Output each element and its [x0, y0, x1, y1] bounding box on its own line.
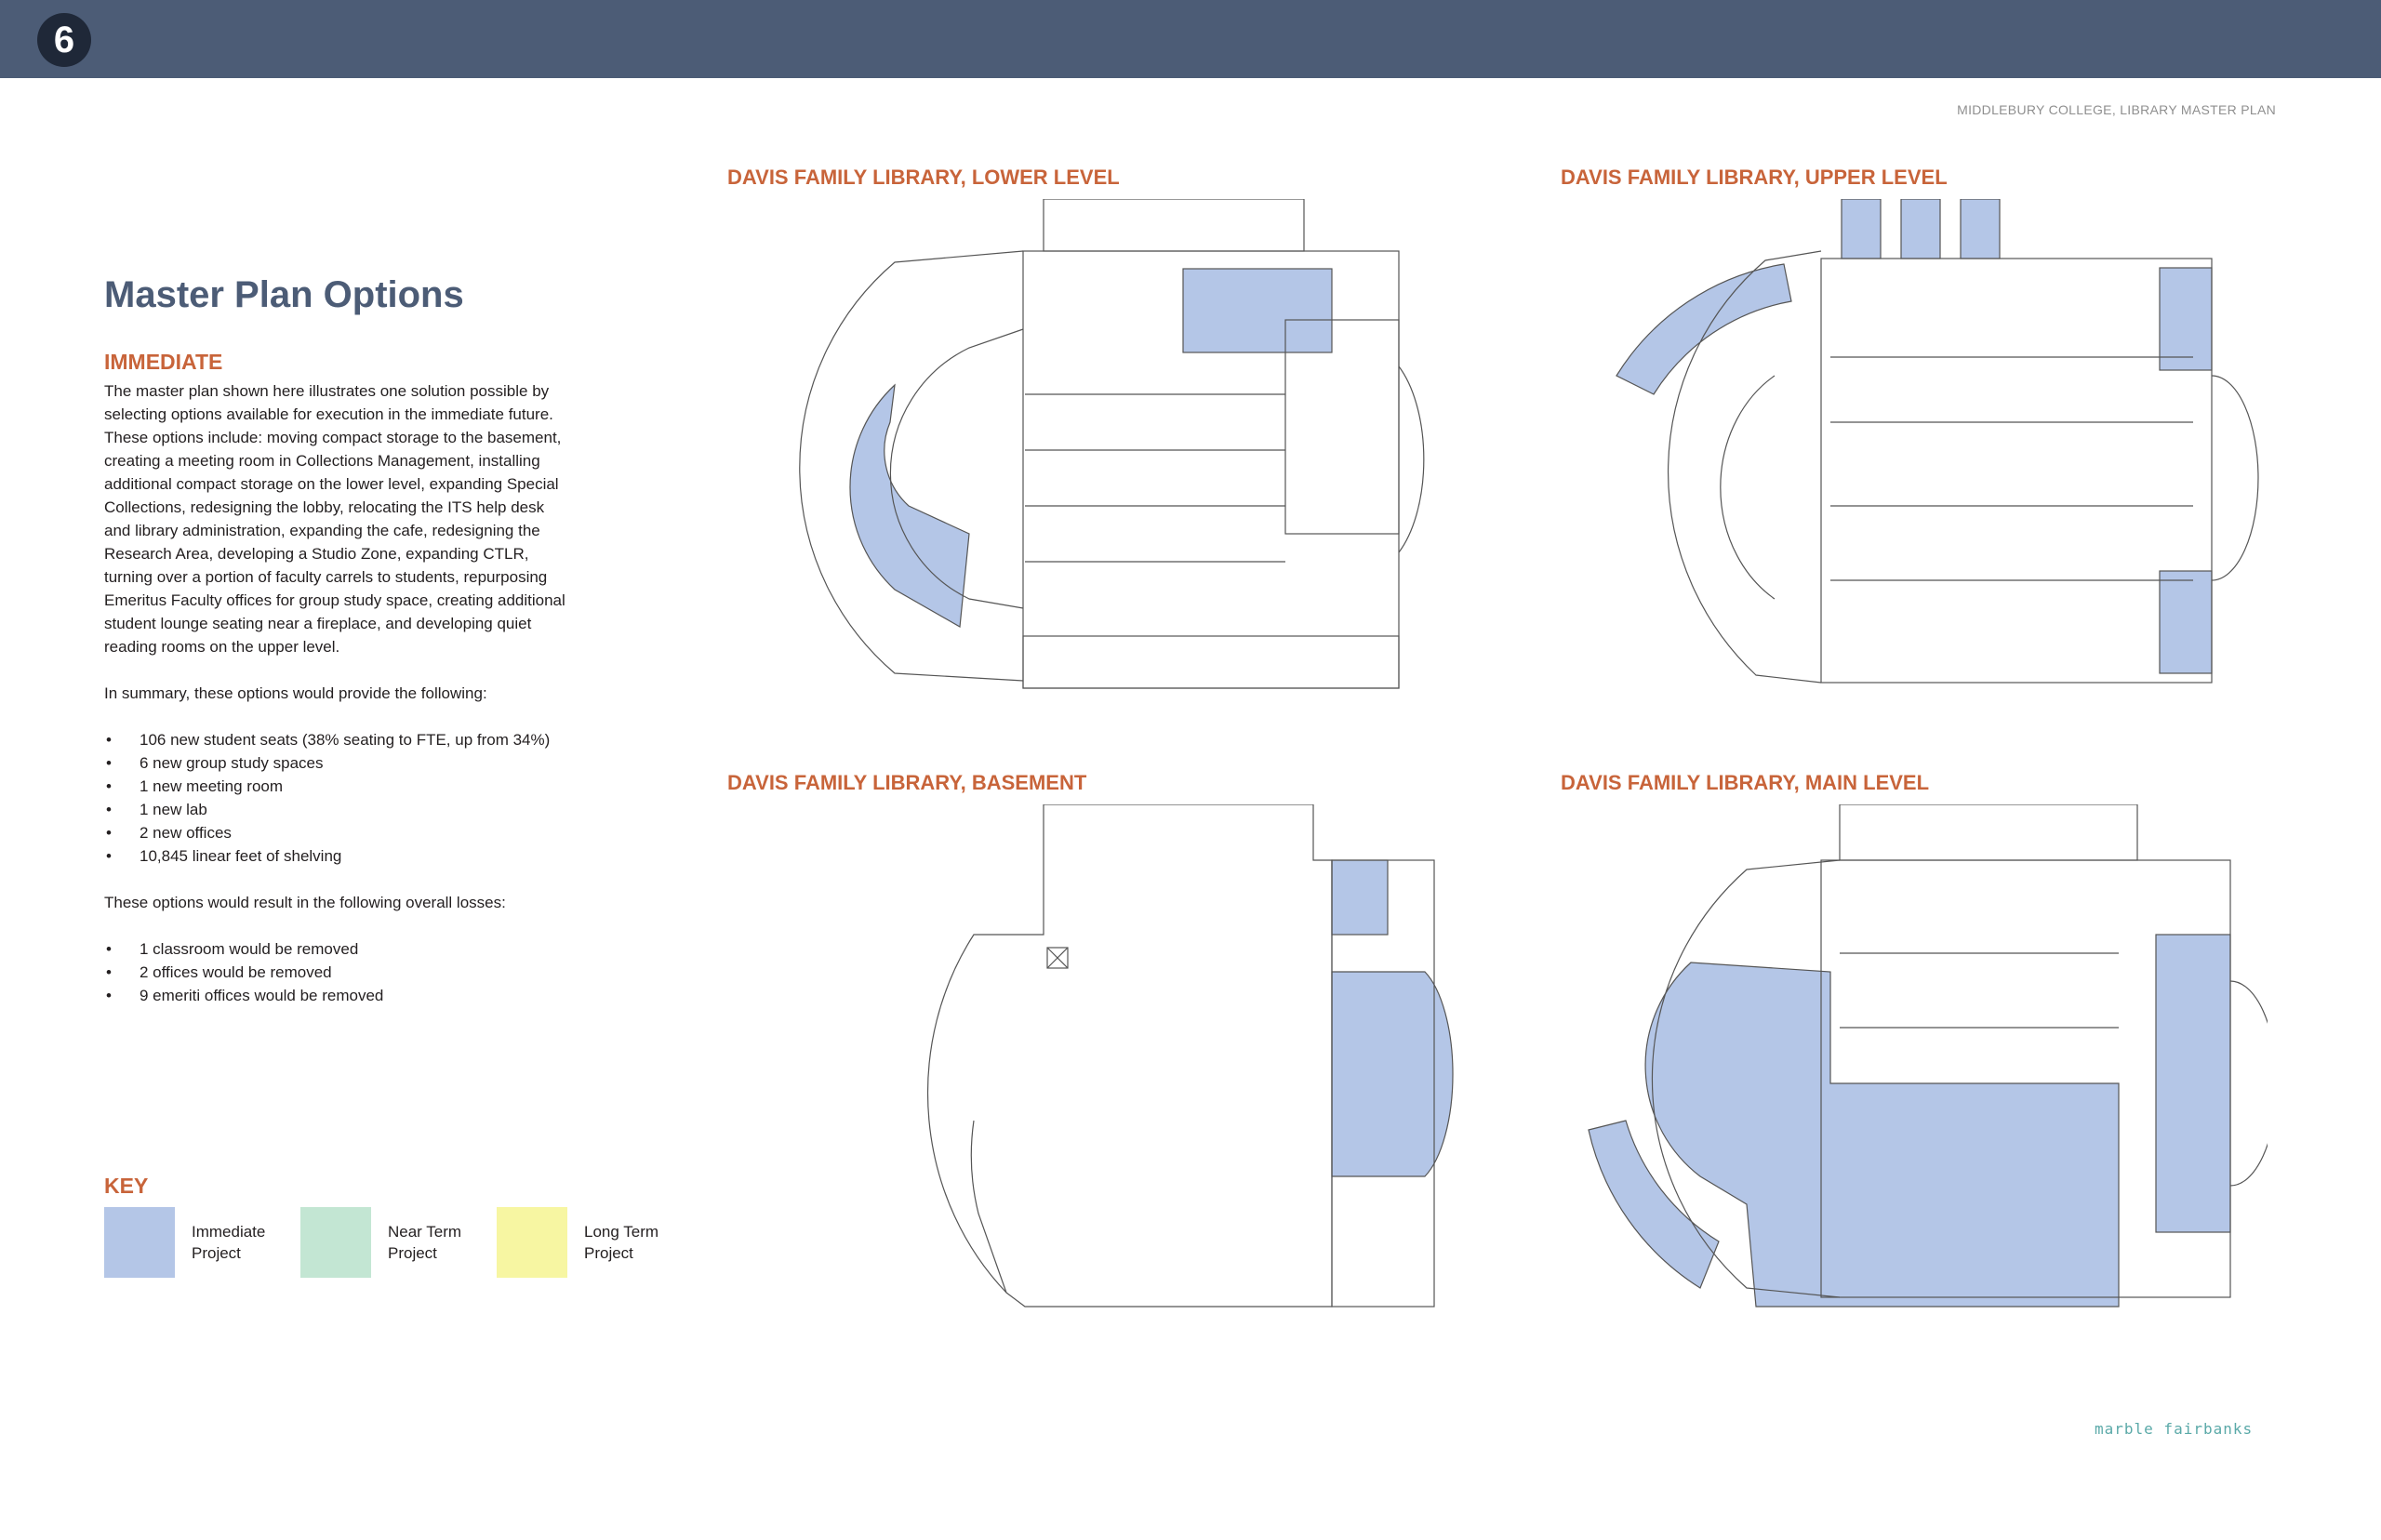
list-item: •2 new offices	[104, 821, 574, 844]
list-item: •1 new lab	[104, 798, 574, 821]
plan-main-level: DAVIS FAMILY LIBRARY, MAIN LEVEL	[1561, 771, 2268, 1329]
bullet-icon: •	[106, 801, 112, 818]
summary-lead: In summary, these options would provide …	[104, 684, 487, 702]
list-item: •6 new group study spaces	[104, 751, 574, 775]
floor-plan-drawing	[799, 199, 1425, 689]
bullet-icon: •	[106, 940, 112, 958]
plan-east-arc	[1398, 365, 1425, 553]
intro-body: The master plan shown here illustrates o…	[104, 379, 574, 1030]
plan-east-arc	[2211, 375, 2259, 581]
plan-inner-arc	[889, 328, 1024, 609]
list-item: •106 new student seats (38% seating to F…	[104, 728, 574, 751]
bullet-icon: •	[106, 987, 112, 1004]
plan-outer-arc	[1667, 250, 1822, 684]
running-header: MIDDLEBURY COLLEGE, LIBRARY MASTER PLAN	[1957, 102, 2276, 117]
bullet-icon: •	[106, 731, 112, 749]
intro-paragraph: The master plan shown here illustrates o…	[104, 382, 565, 656]
plan-north-room-fill	[1900, 199, 1941, 259]
plan-east-arc	[2229, 980, 2268, 1187]
plan-north-room-fill	[1960, 199, 2001, 259]
firm-logo: marble fairbanks	[2095, 1420, 2254, 1438]
plan-north-room-fill	[1841, 199, 1882, 259]
plan-outline	[926, 804, 1333, 1308]
plan-outer-arc	[1651, 859, 1841, 1298]
plan-east-room-fill	[2159, 267, 2213, 371]
floor-plan-drawing	[926, 804, 1454, 1308]
header-bar: 6	[0, 0, 2381, 78]
plan-inner-arc	[1720, 375, 1776, 600]
plan-east-block	[1331, 859, 1435, 1308]
key-heading: KEY	[104, 1174, 149, 1198]
plan-south-rooms	[1022, 635, 1400, 689]
bullet-icon: •	[106, 847, 112, 865]
page-title: Master Plan Options	[104, 274, 464, 315]
plan-arc-offices-fill	[1616, 263, 1792, 395]
list-item: •9 emeriti offices would be removed	[104, 984, 574, 1007]
plan-outer-wall	[970, 1120, 1007, 1294]
plan-outer-arc	[799, 250, 1024, 682]
floor-plan-drawing	[1588, 804, 2268, 1308]
list-item: •1 new meeting room	[104, 775, 574, 798]
bullet-icon: •	[106, 754, 112, 772]
gains-list: •106 new student seats (38% seating to F…	[104, 728, 574, 868]
legend-swatch	[497, 1207, 567, 1278]
plan-arc-rooms-fill	[1588, 1120, 1720, 1289]
plan-east-rooms	[1284, 319, 1400, 535]
plan-stair-fill	[1331, 859, 1389, 936]
plan-basement: DAVIS FAMILY LIBRARY, BASEMENT	[727, 771, 1490, 1329]
plan-title: DAVIS FAMILY LIBRARY, MAIN LEVEL	[1561, 771, 1930, 794]
plan-immediate-fill	[2155, 934, 2231, 1233]
plan-title: DAVIS FAMILY LIBRARY, UPPER LEVEL	[1561, 166, 1948, 189]
losses-list: •1 classroom would be removed •2 offices…	[104, 937, 574, 1007]
legend-swatch	[300, 1207, 371, 1278]
plan-shelving-fill	[1182, 268, 1333, 353]
section-heading-immediate: IMMEDIATE	[104, 350, 223, 374]
list-item: •10,845 linear feet of shelving	[104, 844, 574, 868]
plan-north-rooms	[1043, 199, 1305, 252]
floor-plan-drawing	[1616, 199, 2259, 684]
plan-upper-level: DAVIS FAMILY LIBRARY, UPPER LEVEL	[1561, 166, 2268, 724]
plan-immediate-fill	[1644, 962, 2120, 1308]
list-item: •2 offices would be removed	[104, 961, 574, 984]
plan-title: DAVIS FAMILY LIBRARY, LOWER LEVEL	[727, 166, 1120, 189]
list-item: •1 classroom would be removed	[104, 937, 574, 961]
plan-column-marker	[1046, 947, 1069, 969]
plan-east-room-fill	[2159, 570, 2213, 674]
plan-main-block	[1820, 258, 2213, 684]
plan-lower-level: DAVIS FAMILY LIBRARY, LOWER LEVEL	[727, 166, 1490, 724]
plan-north-rooms	[1839, 804, 2138, 861]
bullet-icon: •	[106, 824, 112, 842]
plan-column-cross	[1046, 947, 1069, 969]
page-number-badge: 6	[37, 13, 91, 67]
plan-curved-wing-fill	[849, 383, 970, 628]
plan-title: DAVIS FAMILY LIBRARY, BASEMENT	[727, 771, 1087, 794]
bullet-icon: •	[106, 777, 112, 795]
bullet-icon: •	[106, 963, 112, 981]
legend-swatch	[104, 1207, 175, 1278]
losses-lead: These options would result in the follow…	[104, 894, 506, 911]
